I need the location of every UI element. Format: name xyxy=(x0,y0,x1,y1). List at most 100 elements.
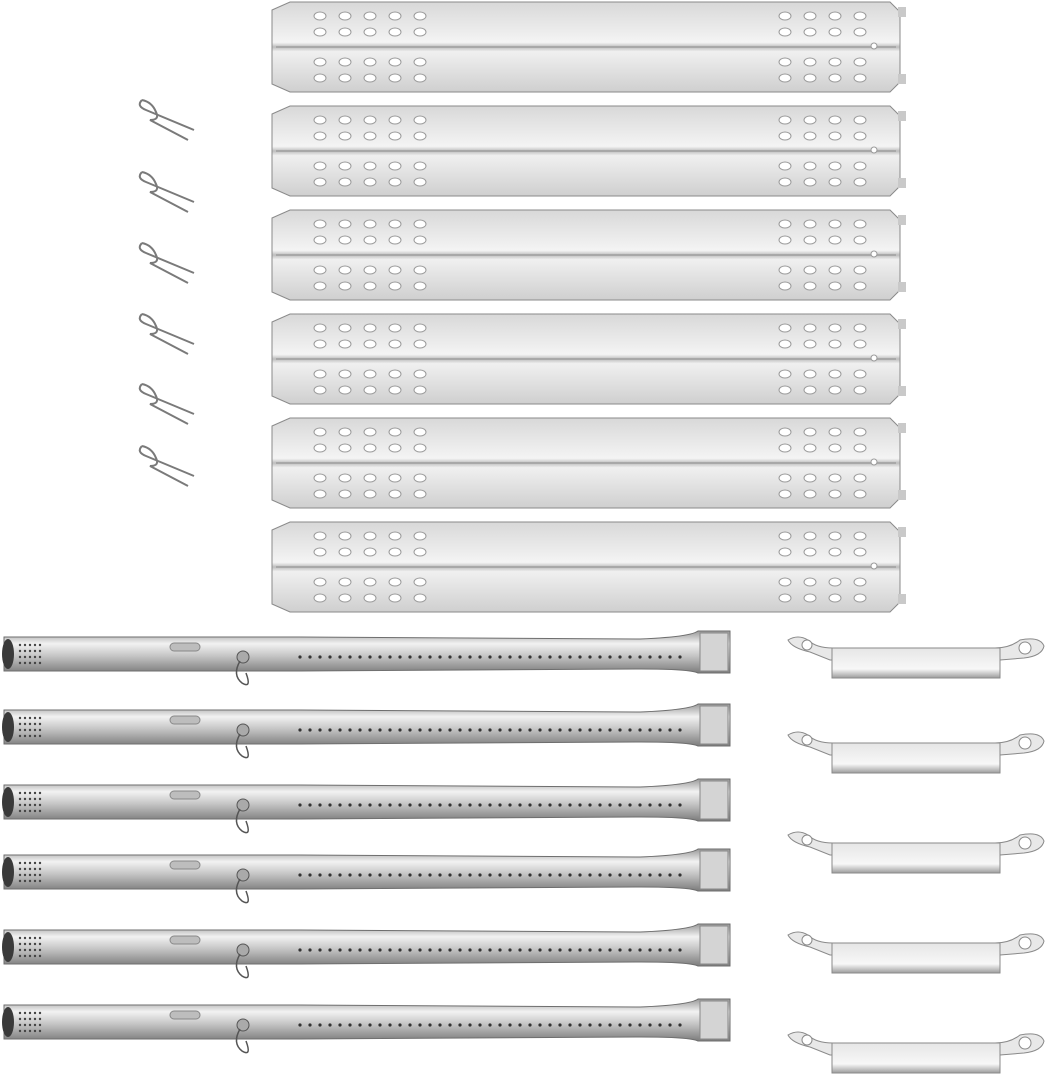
gas-port xyxy=(678,803,682,807)
vent-hole xyxy=(363,531,377,541)
vent-hole xyxy=(778,219,792,229)
vent-hole xyxy=(803,489,817,499)
gas-port xyxy=(458,803,462,807)
vent-hole xyxy=(388,323,402,333)
vent-hole xyxy=(363,131,377,141)
gas-port xyxy=(428,948,432,952)
vent-hole xyxy=(828,281,842,291)
vent-hole xyxy=(803,11,817,21)
gas-port xyxy=(598,1023,602,1027)
gas-port xyxy=(638,873,642,877)
vent-hole xyxy=(388,547,402,557)
vent-hole xyxy=(778,27,792,37)
gas-port xyxy=(328,873,332,877)
gas-port xyxy=(468,728,472,732)
crossover-channel xyxy=(787,636,1045,679)
vent-hole xyxy=(313,177,327,187)
channel-body xyxy=(831,647,1001,679)
vent-hole xyxy=(803,547,817,557)
air-hole xyxy=(18,936,22,940)
vent-hole xyxy=(363,385,377,395)
air-hole xyxy=(33,1023,37,1027)
gas-port xyxy=(348,873,352,877)
vent-hole xyxy=(363,73,377,83)
vent-hole xyxy=(413,281,427,291)
air-hole xyxy=(33,809,37,813)
heat-plate xyxy=(271,521,906,613)
air-hole xyxy=(28,797,32,801)
air-hole xyxy=(28,1011,32,1015)
air-hole xyxy=(33,1029,37,1033)
gas-port xyxy=(528,948,532,952)
gas-port xyxy=(678,873,682,877)
gas-port xyxy=(638,803,642,807)
vent-hole xyxy=(413,219,427,229)
gas-port xyxy=(318,728,322,732)
air-hole xyxy=(38,734,42,738)
channel-body xyxy=(831,742,1001,774)
air-hole xyxy=(33,661,37,665)
gas-port xyxy=(358,873,362,877)
gas-port xyxy=(498,948,502,952)
gas-port xyxy=(638,948,642,952)
vent-hole xyxy=(313,73,327,83)
gas-port xyxy=(648,873,652,877)
air-hole xyxy=(23,809,27,813)
vent-hole xyxy=(853,281,867,291)
tube-end-cap xyxy=(699,925,729,965)
vent-hole xyxy=(803,235,817,245)
gas-port xyxy=(608,873,612,877)
gas-port xyxy=(518,1023,522,1027)
burner-tube xyxy=(2,848,731,904)
vent-hole xyxy=(853,219,867,229)
tube-inlet xyxy=(2,857,14,887)
bracket-hole xyxy=(801,834,813,846)
vent-hole xyxy=(338,219,352,229)
gas-port xyxy=(558,873,562,877)
vent-hole xyxy=(828,593,842,603)
gas-port xyxy=(438,803,442,807)
tube-body xyxy=(3,778,731,822)
gas-port xyxy=(578,948,582,952)
gas-port xyxy=(488,1023,492,1027)
gas-port xyxy=(328,948,332,952)
vent-hole xyxy=(388,369,402,379)
gas-port xyxy=(338,948,342,952)
air-hole xyxy=(28,661,32,665)
vent-hole xyxy=(853,443,867,453)
vent-hole xyxy=(313,323,327,333)
gas-port xyxy=(658,728,662,732)
air-hole xyxy=(18,734,22,738)
gas-port xyxy=(558,948,562,952)
gas-port xyxy=(658,655,662,659)
air-hole xyxy=(18,1023,22,1027)
gas-port xyxy=(338,803,342,807)
gas-port xyxy=(348,655,352,659)
vent-hole xyxy=(413,473,427,483)
vent-hole xyxy=(313,131,327,141)
tube-slot xyxy=(169,935,201,945)
gas-port xyxy=(618,873,622,877)
air-hole xyxy=(23,716,27,720)
tube-clip xyxy=(235,733,249,759)
vent-hole xyxy=(388,265,402,275)
vent-hole xyxy=(828,11,842,21)
gas-port xyxy=(568,803,572,807)
gas-port xyxy=(448,728,452,732)
air-hole xyxy=(23,791,27,795)
vent-hole xyxy=(313,547,327,557)
gas-port xyxy=(538,655,542,659)
gas-port xyxy=(378,873,382,877)
vent-hole xyxy=(853,177,867,187)
gas-port xyxy=(298,1023,302,1027)
vent-hole xyxy=(313,339,327,349)
vent-hole xyxy=(313,593,327,603)
vent-hole xyxy=(388,427,402,437)
bracket-hole xyxy=(1018,936,1032,950)
gas-port xyxy=(368,803,372,807)
vent-hole xyxy=(413,115,427,125)
gas-port xyxy=(298,803,302,807)
vent-hole xyxy=(363,577,377,587)
gas-port xyxy=(348,948,352,952)
gas-port xyxy=(668,873,672,877)
